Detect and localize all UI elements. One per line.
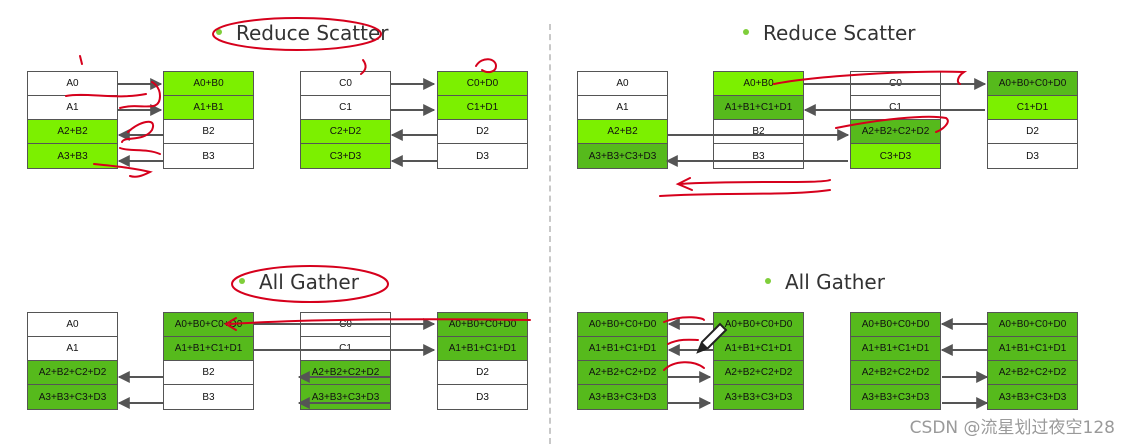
table-cell: C1 [301,96,390,120]
table-cell: A2+B2+C2+D2 [714,361,803,385]
table-cell: B2 [164,361,253,385]
table-cell: A1+B1+C1+D1 [714,96,803,120]
bullet-dot [743,28,749,35]
bullet-dot [239,277,245,284]
table-cell: B2 [714,120,803,144]
table-cell: A0+B0+C0+D0 [438,313,527,337]
table-cell: A0+B0+C0+D0 [164,313,253,337]
table-cell: A0+B0 [714,72,803,96]
table-cell: A0+B0 [164,72,253,96]
table-cell: D2 [988,120,1077,144]
table-cell: D2 [438,361,527,385]
table-cell: C0 [851,72,940,96]
table-cell: D3 [438,144,527,168]
table-cell: C0 [301,313,390,337]
table-cell: A3+B3+C3+D3 [988,385,1077,409]
table-cell: A0+B0+C0+D0 [988,72,1077,96]
title-reduce-scatter-left: Reduce Scatter [216,21,389,45]
table-cell: A1 [578,96,667,120]
table-cell: C0+D0 [438,72,527,96]
table-cell: A0+B0+C0+D0 [714,313,803,337]
table-cell: A0+B0+C0+D0 [988,313,1077,337]
table-cell: C3+D3 [301,144,390,168]
table-cell: A0 [578,72,667,96]
table-cell: A3+B3+C3+D3 [301,385,390,409]
table-cell: A3+B3+C3+D3 [578,144,667,168]
title-all-gather-right: All Gather [765,270,885,294]
table-cell: C1+D1 [438,96,527,120]
bullet-dot [765,277,771,284]
table-cell: D3 [438,385,527,409]
table-cell: A1+B1+C1+D1 [988,337,1077,361]
table-cell: A3+B3+C3+D3 [28,385,117,409]
table-cell: A1 [28,96,117,120]
table-cell: A0 [28,72,117,96]
table-cell: A3+B3 [28,144,117,168]
table-cell: D2 [438,120,527,144]
table-cell: B3 [164,385,253,409]
table-cell: A3+B3+C3+D3 [851,385,940,409]
table-cell: A1 [28,337,117,361]
table-cell: A1+B1+C1+D1 [714,337,803,361]
table-cell: D3 [988,144,1077,168]
table-cell: A3+B3+C3+D3 [714,385,803,409]
panel-divider [549,24,551,444]
table-cell: A2+B2 [28,120,117,144]
bullet-dot [216,28,222,35]
table-cell: A2+B2+C2+D2 [578,361,667,385]
table-cell: A2+B2+C2+D2 [988,361,1077,385]
table-cell: A0+B0+C0+D0 [851,313,940,337]
table-cell: C1 [301,337,390,361]
table-cell: C1+D1 [988,96,1077,120]
table-cell: A1+B1+C1+D1 [578,337,667,361]
table-cell: A2+B2+C2+D2 [851,120,940,144]
title-reduce-scatter-right: Reduce Scatter [743,21,916,45]
table-cell: A1+B1+C1+D1 [164,337,253,361]
table-cell: B3 [164,144,253,168]
watermark-text: CSDN @流星划过夜空128 [909,418,1115,438]
table-cell: A0 [28,313,117,337]
table-cell: A1+B1+C1+D1 [851,337,940,361]
table-cell: A2+B2+C2+D2 [28,361,117,385]
table-cell: C2+D2 [301,120,390,144]
table-cell: B3 [714,144,803,168]
table-cell: A2+B2+C2+D2 [301,361,390,385]
table-cell: A0+B0+C0+D0 [578,313,667,337]
table-cell: C1 [851,96,940,120]
title-all-gather-left: All Gather [239,270,359,294]
table-cell: A1+B1+C1+D1 [438,337,527,361]
table-cell: C0 [301,72,390,96]
pencil-icon [696,322,728,354]
table-cell: B2 [164,120,253,144]
table-cell: A3+B3+C3+D3 [578,385,667,409]
table-cell: A1+B1 [164,96,253,120]
table-cell: C3+D3 [851,144,940,168]
table-cell: A2+B2+C2+D2 [851,361,940,385]
table-cell: A2+B2 [578,120,667,144]
